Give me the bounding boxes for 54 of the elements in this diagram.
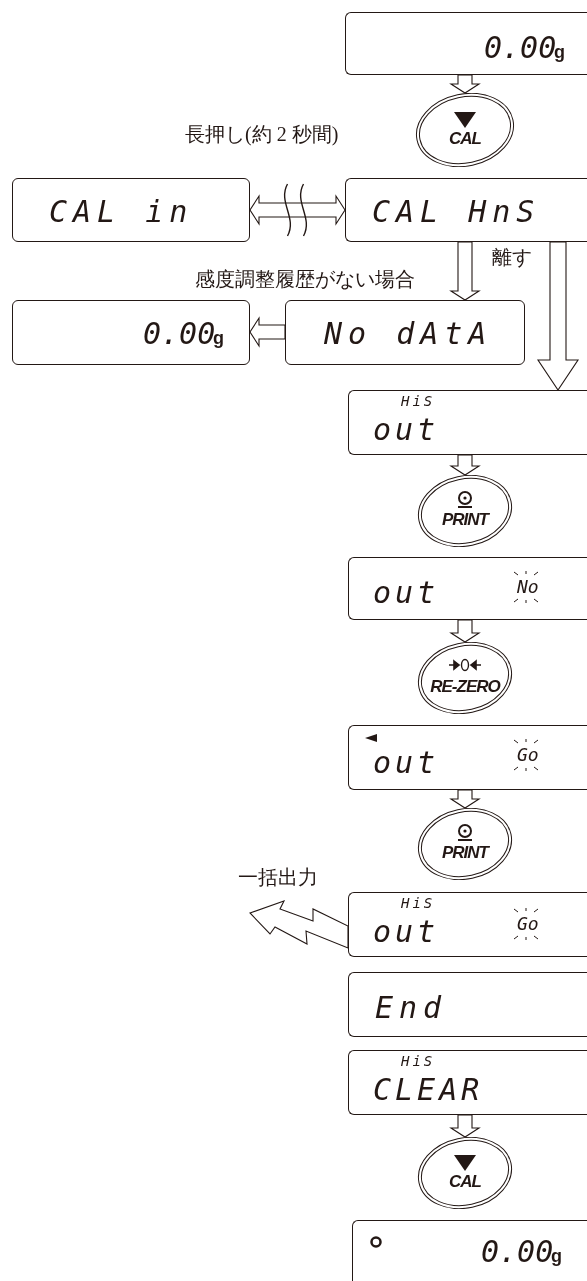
key-label: CAL [448,1173,482,1190]
key-label: CAL [448,130,482,147]
key-button [417,1137,513,1209]
key-label: RE-ZERO [429,678,502,695]
flow-arrow [449,1114,481,1138]
display-panel [348,725,587,790]
key-button [417,642,513,714]
display-panel [285,300,525,365]
display-panel [348,557,587,620]
display-text: CAL in [49,197,194,227]
key-label: PRINT [441,844,491,861]
display-panel [345,178,587,242]
display-panel [348,892,587,957]
flow-arrow [449,241,481,301]
display-text: out [373,415,440,445]
key-button [417,475,513,547]
display-text: No dAtA [324,319,493,349]
flow-arrow [536,241,580,391]
edge-label: 一括出力 [238,866,318,888]
key-button [417,808,513,880]
display-text: CLEAR [373,1075,484,1105]
flow-arrow [449,454,481,476]
flow-arrow [449,74,481,94]
display-panel [348,1050,587,1115]
key-label: PRINT [441,511,491,528]
display-panel [348,390,587,455]
option-text: Go [517,915,539,933]
display-text: out [373,578,440,608]
display-panel [12,300,250,365]
display-panel [352,1220,587,1281]
instruction-text: 長押し(約 2 秒間) [185,123,339,145]
edge-label: 離す [492,246,532,268]
display-panel [345,12,587,75]
indicator-text: HiS [401,394,436,408]
flow-arrow [449,789,481,809]
key-button [415,93,515,167]
display-panel [348,972,587,1037]
unit-text: g [554,43,565,61]
display-text: out [373,748,440,778]
indicator-text: HiS [401,896,436,910]
unit-text: g [551,1247,562,1265]
flow-arrow [249,316,286,348]
flow-arrow [449,619,481,643]
unit-text: g [213,329,224,347]
option-text: Go [517,746,539,764]
option-text: No [517,578,539,596]
display-panel [12,178,250,242]
display-text: End [375,993,448,1023]
caption-text: 感度調整履歴がない場合 [195,268,415,290]
display-text: out [373,917,440,947]
indicator-text: HiS [401,1054,436,1068]
output-arrow [249,900,349,949]
toggle-arrow [249,194,346,226]
display-text: CAL HnS [372,197,541,227]
